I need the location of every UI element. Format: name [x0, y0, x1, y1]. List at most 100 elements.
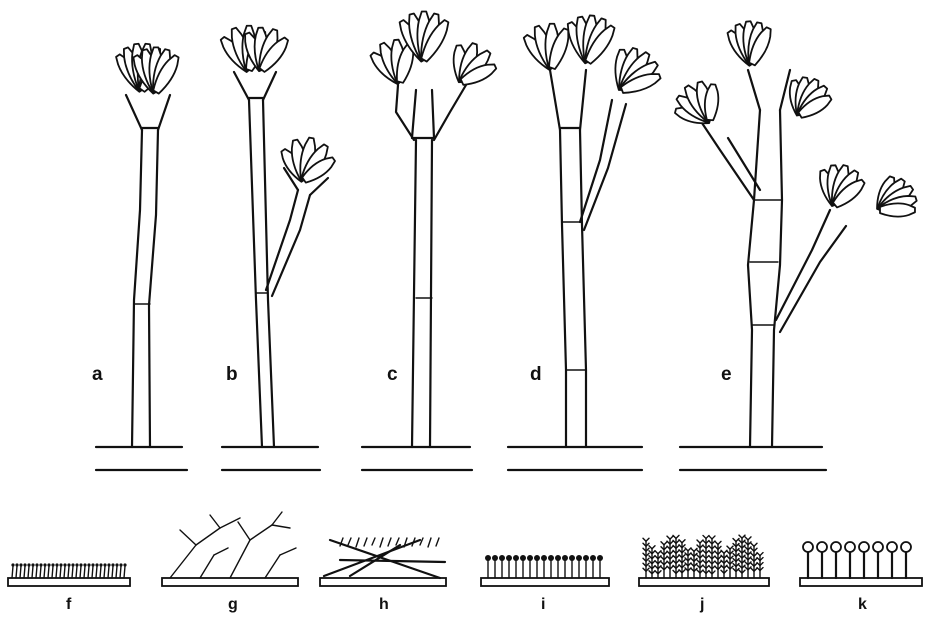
vesicle-head [803, 542, 813, 552]
hypha [196, 528, 220, 545]
conidial-head [111, 563, 114, 566]
hypha [100, 566, 101, 578]
conidial-head [520, 555, 526, 561]
conidial-head [39, 563, 42, 566]
hypha [220, 518, 240, 528]
conidial-head [569, 555, 575, 561]
hypha [712, 536, 715, 539]
conidial-head [485, 555, 491, 561]
penicillus-c [396, 85, 466, 447]
colony-panels [8, 512, 922, 586]
hypha [718, 541, 721, 544]
conidial-head [576, 555, 582, 561]
hypha [108, 566, 109, 578]
panel-label-d: d [530, 364, 542, 385]
hypha [116, 566, 117, 578]
conidial-head [75, 563, 78, 566]
hypha [64, 566, 65, 578]
vesicle-head [831, 542, 841, 552]
conidial-head [499, 555, 505, 561]
hypha [40, 566, 41, 578]
panel-label-c: c [387, 364, 398, 385]
hypha [272, 512, 282, 525]
conidial-head [71, 563, 74, 566]
conidial-head [79, 563, 82, 566]
ground-lines [96, 447, 826, 470]
hypha [330, 540, 440, 578]
hypha [180, 530, 196, 545]
hypha [348, 538, 351, 545]
hypha [44, 566, 45, 578]
penicillus-e [700, 70, 846, 447]
vesicle-head [817, 542, 827, 552]
hypha [664, 542, 667, 545]
panel-label-i: i [541, 596, 545, 613]
hypha [68, 566, 69, 578]
head-e-branch-2 [866, 170, 924, 229]
conidial-head [590, 555, 596, 561]
conidial-head [123, 563, 126, 566]
substrate-h [320, 578, 446, 586]
panel-label-e: e [721, 364, 732, 385]
hypha [682, 540, 685, 543]
hypha [124, 566, 125, 578]
head-b-branch [277, 133, 338, 187]
hypha [272, 525, 290, 528]
vesicle-head [887, 542, 897, 552]
hypha [60, 566, 61, 578]
conidial-head [91, 563, 94, 566]
conidial-head [43, 563, 46, 566]
conidial-head [83, 563, 86, 566]
hypha [36, 566, 37, 578]
conidial-head [15, 563, 18, 566]
conidial-head [27, 563, 30, 566]
panel-label-k: k [858, 596, 867, 613]
hypha [652, 546, 655, 549]
hypha [20, 566, 21, 578]
conidial-head [107, 563, 110, 566]
head-c-right [441, 36, 502, 95]
panel-label-j: j [699, 596, 704, 613]
conidial-head [583, 555, 589, 561]
hypha [52, 566, 53, 578]
conidial-head [55, 563, 58, 566]
substrate-g [162, 578, 298, 586]
conidial-head [51, 563, 54, 566]
hypha [84, 566, 85, 578]
panel-label-a: a [92, 364, 103, 385]
hypha [72, 566, 73, 578]
conidial-head [99, 563, 102, 566]
head-e-top [727, 20, 774, 68]
hypha [56, 566, 57, 578]
hypha [280, 548, 296, 555]
vesicle-head [873, 542, 883, 552]
hypha [670, 536, 673, 539]
hypha [120, 566, 121, 578]
conidial-head [119, 563, 122, 566]
substrate-k [800, 578, 922, 586]
panel-label-f: f [66, 596, 72, 613]
hypha [388, 538, 391, 546]
hypha [754, 543, 757, 546]
hypha [646, 538, 649, 541]
conidial-head [31, 563, 34, 566]
conidial-head [11, 563, 14, 566]
hypha [214, 548, 228, 555]
penicillus-a [126, 95, 170, 447]
hypha [230, 540, 250, 578]
hypha [428, 538, 431, 547]
hypha [170, 545, 196, 578]
penicillus-b [234, 72, 328, 447]
conidial-head [115, 563, 118, 566]
hypha [80, 566, 81, 578]
head-e-branch-1 [812, 160, 867, 213]
hypha [104, 566, 105, 578]
hypha [28, 566, 29, 578]
hypha [24, 566, 25, 578]
hypha [250, 525, 272, 540]
hypha [364, 538, 367, 546]
hypha [372, 538, 375, 545]
conidial-head [527, 555, 533, 561]
conidial-head [534, 555, 540, 561]
